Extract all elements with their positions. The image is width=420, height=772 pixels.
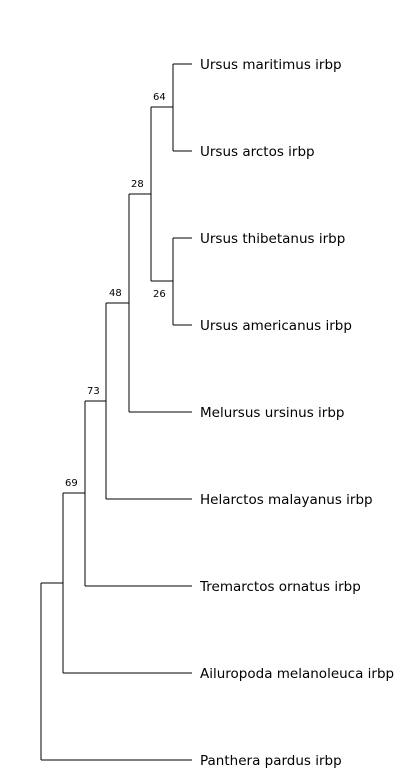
taxon-label-ursus-arctos: Ursus arctos irbp — [200, 144, 315, 160]
taxon-label-tremarctos-ornatus: Tremarctos ornatus irbp — [199, 579, 361, 595]
taxon-label-helarctos-malayanus: Helarctos malayanus irbp — [200, 492, 373, 508]
taxon-label-ursus-thibetanus: Ursus thibetanus irbp — [200, 231, 345, 247]
support-maritimus-arctos: 64 — [153, 92, 166, 103]
support-ursus: 28 — [131, 179, 144, 190]
taxon-label-panthera-pardus: Panthera pardus irbp — [200, 753, 342, 769]
taxon-label-ursus-americanus: Ursus americanus irbp — [200, 318, 352, 334]
taxon-label-melursus-ursinus: Melursus ursinus irbp — [200, 405, 345, 421]
taxon-label-ailuropoda-melanoleuca: Ailuropoda melanoleuca irbp — [200, 666, 394, 682]
support-ursus-melursus: 48 — [109, 288, 122, 299]
support-ursinae: 73 — [87, 386, 100, 397]
support-ursidae: 69 — [65, 478, 78, 489]
taxon-label-ursus-maritimus: Ursus maritimus irbp — [200, 57, 342, 73]
support-thibetanus-americanus: 26 — [153, 289, 166, 300]
